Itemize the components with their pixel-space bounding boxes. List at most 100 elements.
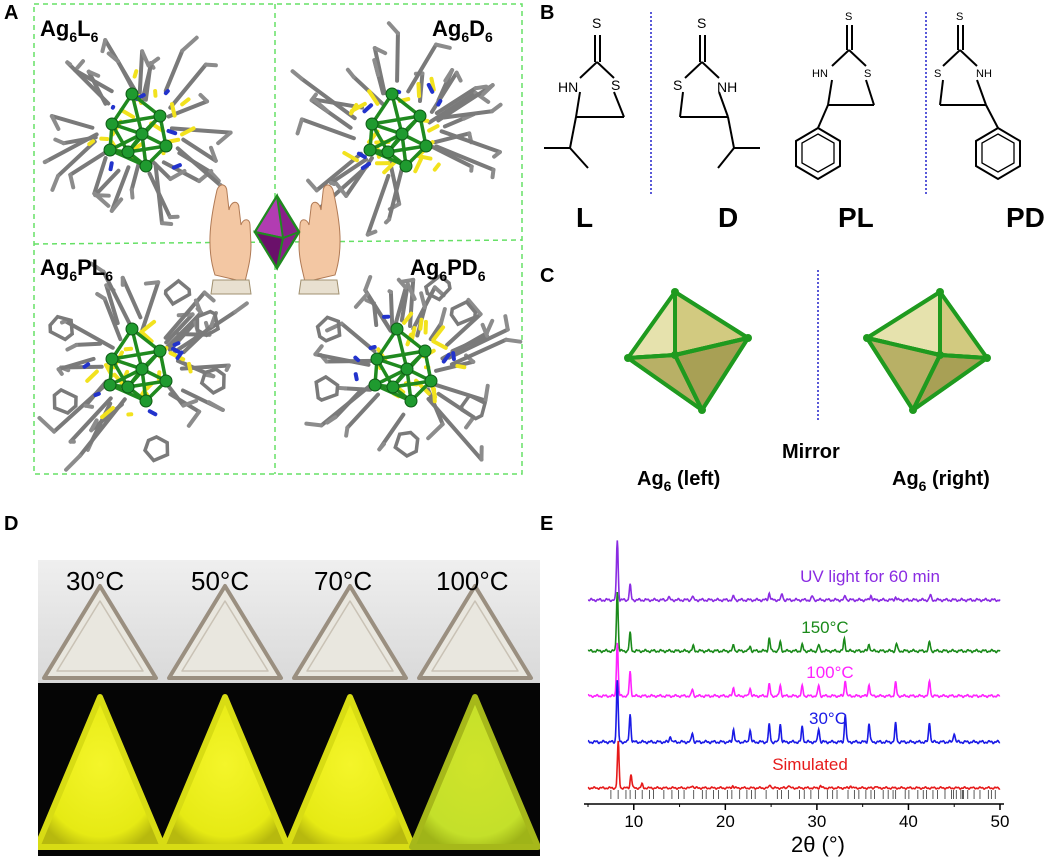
- nitrogen-bond: [166, 128, 178, 136]
- ligand-bond: [104, 283, 120, 326]
- ligand-bond: [372, 58, 381, 78]
- ligand-bond: [449, 337, 509, 367]
- ligand-bond: [68, 396, 113, 444]
- phenyl-ring: [449, 299, 478, 327]
- ligand-bond: [464, 415, 476, 430]
- ligand-bond: [325, 415, 338, 425]
- sulfur-bond: [119, 107, 136, 119]
- ligand-bond: [333, 387, 364, 420]
- crystal-brightfield: [167, 584, 283, 680]
- atom-hn: HN: [558, 79, 578, 95]
- crystal-luminescence: [284, 694, 416, 850]
- ligand-bond: [65, 60, 111, 106]
- ag-ag-bond: [376, 349, 426, 361]
- ligand-bond: [129, 187, 135, 200]
- ligand-bond: [168, 62, 208, 110]
- atom-s: S: [697, 15, 706, 31]
- nitrogen-bond: [353, 355, 361, 363]
- ligand-bond: [439, 129, 502, 155]
- cluster-ag6l6: [42, 35, 233, 227]
- phenyl-ring: [423, 273, 452, 302]
- ag-ag-bond: [130, 93, 144, 135]
- panel-label-b: B: [540, 2, 555, 24]
- ligand-bond: [424, 142, 474, 169]
- x-tick-label: 20: [716, 812, 735, 831]
- ligand-bond: [233, 301, 249, 314]
- ligand-bond: [365, 229, 378, 237]
- ligand-bond: [168, 169, 187, 181]
- ag-atom: [139, 394, 153, 408]
- crystal-luminescence: [38, 694, 166, 850]
- ag-atom: [135, 127, 149, 141]
- ligand-bond: [434, 359, 476, 373]
- ligand-bond: [443, 68, 455, 83]
- ligand-bond: [454, 70, 463, 83]
- ligand-bond: [73, 59, 86, 73]
- ag-atom: [153, 109, 167, 123]
- ligand-bond: [484, 318, 495, 336]
- ligand-bond: [395, 31, 400, 83]
- ligand-bond: [328, 157, 369, 185]
- sulfur-bond: [455, 363, 467, 370]
- temp-label-70: 70°C: [314, 566, 372, 596]
- ag-ag-bond: [111, 114, 161, 126]
- cluster-ag6d6: [290, 21, 503, 237]
- ag-atom: [381, 145, 395, 159]
- ligand-bond: [74, 341, 103, 347]
- ligand-bond: [386, 21, 400, 36]
- sulfur-bond: [431, 325, 446, 342]
- panel-c-octahedra: Mirror Ag6 (left) Ag6 (right): [624, 270, 991, 494]
- ligand-bond: [480, 322, 490, 338]
- ligand-bond: [56, 139, 97, 178]
- ligand-bond: [42, 158, 50, 165]
- sulfur-bond: [342, 150, 359, 163]
- nitrogen-bond: [171, 346, 181, 354]
- sulfur-bond: [186, 361, 193, 374]
- atom-hn: HN: [812, 68, 828, 80]
- sulfur-bond: [180, 126, 196, 137]
- crystal-facet: [56, 600, 144, 672]
- crystal-luminescence: [159, 694, 291, 850]
- ligand-label-pd: PD: [1006, 202, 1045, 233]
- ligand-bond: [197, 169, 214, 184]
- ligand-bond: [365, 292, 393, 333]
- hands-icon: [209, 184, 341, 295]
- ligand-bond: [313, 344, 324, 357]
- ligand-bond: [429, 70, 459, 114]
- ligand-bond: [432, 131, 472, 145]
- atom-s: S: [611, 77, 620, 93]
- ag-atom: [404, 394, 418, 408]
- nitrogen-bond: [353, 372, 359, 382]
- nitrogen-bond: [175, 350, 184, 361]
- xrd-series-0: [587, 540, 1001, 603]
- atom-s: S: [956, 11, 963, 23]
- ag-atom: [386, 380, 400, 394]
- sulfur-bond: [409, 326, 417, 342]
- sulfur-bond: [123, 346, 134, 352]
- phenyl-ring: [48, 314, 75, 342]
- ligand-bond: [138, 280, 161, 337]
- ag-ag-bond: [130, 328, 144, 370]
- phenyl-ring: [163, 278, 192, 307]
- ligand-bond: [147, 171, 173, 220]
- atom-s: S: [673, 77, 682, 93]
- ligand-bond: [383, 217, 392, 225]
- ligand-bond: [473, 84, 489, 91]
- phenyl-ring: [314, 374, 340, 402]
- xrd-series-2: [587, 642, 1001, 699]
- ligand-bond: [450, 333, 490, 354]
- nitrogen-bond: [426, 82, 435, 94]
- ligand-pd-structure: [939, 25, 1021, 181]
- label-ag6pl6: Ag6PL6: [40, 255, 113, 284]
- ligand-bond: [388, 159, 402, 206]
- ligand-bond: [180, 35, 199, 53]
- ligand-bond: [492, 150, 502, 159]
- ligand-bond: [408, 277, 416, 329]
- series-label: Simulated: [772, 755, 848, 774]
- ligand-bond: [83, 403, 95, 409]
- ligand-bond: [193, 298, 203, 316]
- sulfur-bond: [418, 317, 424, 331]
- label-ag6-right: Ag6 (right): [892, 468, 990, 494]
